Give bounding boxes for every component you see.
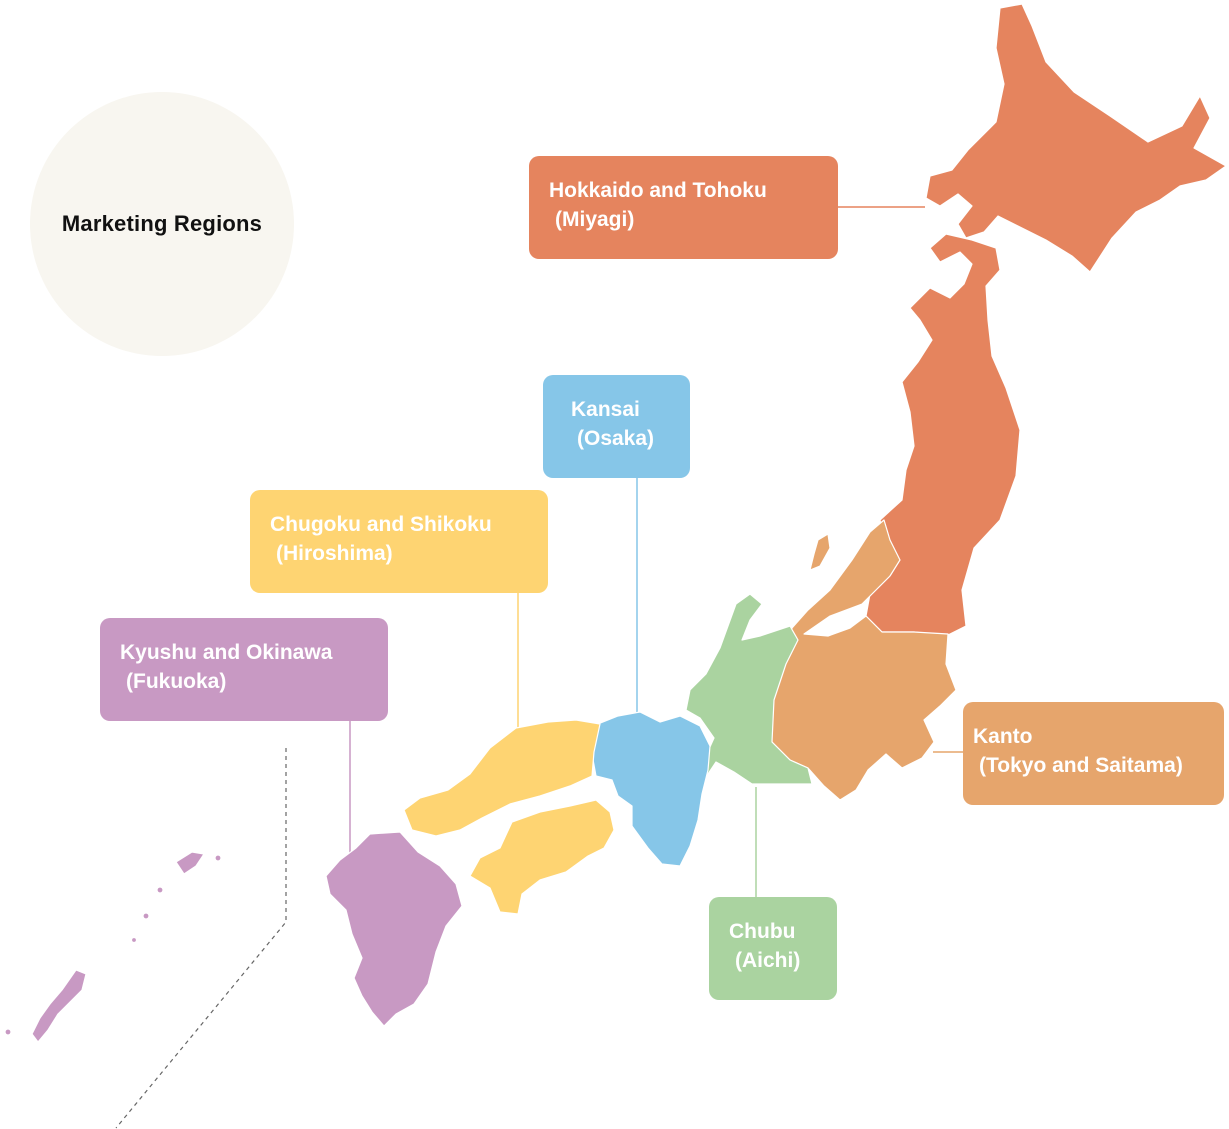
island-amami	[175, 851, 205, 875]
region-label-chugoku-shikoku[interactable]: Chugoku and Shikoku (Hiroshima)	[250, 490, 548, 593]
region-label-kansai[interactable]: Kansai (Osaka)	[543, 375, 690, 478]
region-label-chubu[interactable]: Chubu (Aichi)	[709, 897, 837, 1000]
region-name: Chubu	[729, 920, 796, 943]
region-chugoku[interactable]	[403, 719, 601, 837]
region-label-hokkaido-tohoku[interactable]: Hokkaido and Tohoku (Miyagi)	[529, 156, 838, 259]
region-city: (Aichi)	[735, 949, 801, 972]
region-name: Kanto	[973, 725, 1033, 748]
region-city: (Osaka)	[577, 427, 655, 450]
region-kansai[interactable]	[591, 711, 711, 867]
region-shikoku[interactable]	[469, 799, 615, 915]
island-small-4	[130, 936, 138, 944]
map-title-circle: Marketing Regions	[30, 92, 294, 356]
region-name: Chugoku and Shikoku	[270, 513, 492, 536]
region-city: (Tokyo and Saitama)	[979, 754, 1183, 777]
island-small-1	[214, 854, 222, 862]
region-label-kanto[interactable]: Kanto (Tokyo and Saitama)	[963, 702, 1224, 805]
island-small-3	[142, 912, 150, 920]
region-city: (Hiroshima)	[276, 542, 393, 565]
region-chubu[interactable]	[685, 593, 813, 801]
region-city: (Miyagi)	[555, 208, 635, 231]
region-hokkaido[interactable]	[925, 3, 1227, 273]
region-kanto[interactable]	[769, 519, 957, 801]
region-name: Kansai	[571, 398, 640, 421]
region-city: (Fukuoka)	[126, 670, 227, 693]
okinawa-inset-dashed-line	[115, 748, 287, 1129]
region-shapes	[4, 3, 1227, 1043]
region-okinawa[interactable]	[31, 969, 87, 1043]
island-sado	[809, 533, 831, 571]
region-name: Hokkaido and Tohoku	[549, 179, 767, 202]
island-small-5	[4, 1028, 12, 1036]
region-name: Kyushu and Okinawa	[120, 641, 333, 664]
leader-lines	[115, 206, 963, 1129]
region-label-kyushu-okinawa[interactable]: Kyushu and Okinawa (Fukuoka)	[100, 618, 388, 721]
region-tohoku[interactable]	[865, 233, 1021, 637]
region-kyushu[interactable]	[325, 831, 463, 1027]
island-small-2	[156, 886, 164, 894]
map-title: Marketing Regions	[61, 211, 263, 236]
